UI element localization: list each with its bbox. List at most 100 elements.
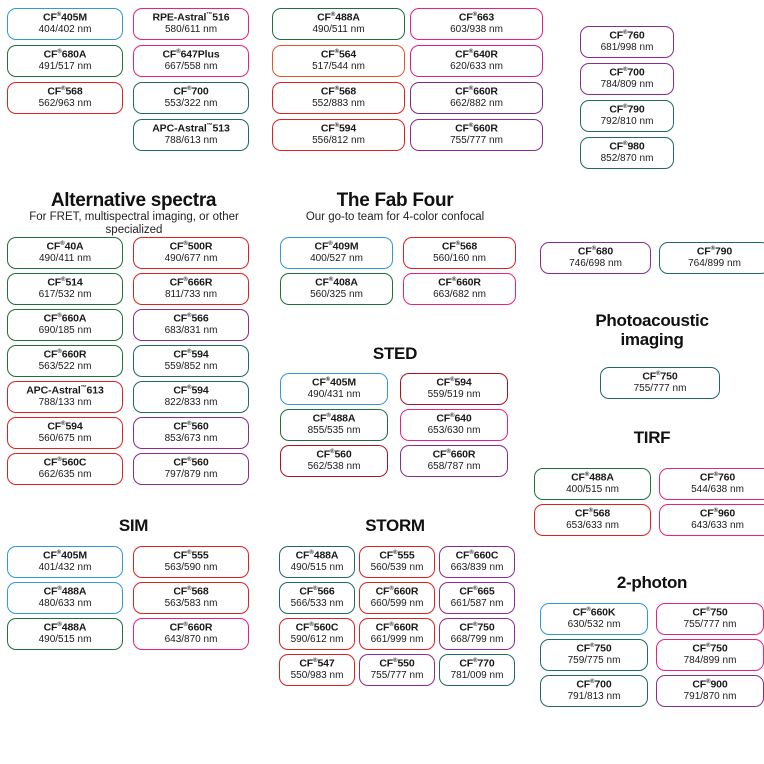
trademark-mark: ® — [187, 86, 192, 93]
dye-number: 660R — [456, 276, 481, 289]
trademark-mark: ® — [590, 643, 595, 650]
trademark-mark: ® — [591, 246, 596, 253]
trademark-mark: ® — [313, 658, 318, 665]
dye-spectra: 690/185 nm — [38, 325, 92, 337]
dye-spectra: 662/635 nm — [38, 469, 92, 481]
dye-number: 513 — [212, 122, 230, 135]
dye-number: 405M — [61, 549, 87, 562]
dye-name: CF®40A — [46, 240, 84, 253]
dye-name: CF®660R — [375, 585, 419, 598]
dye-number: 660R — [393, 621, 419, 634]
dye-number: 594 — [191, 348, 209, 361]
dye-name: CF®560 — [173, 456, 209, 469]
photoacoustic-heading: Photoacoustic imaging — [540, 311, 764, 349]
dye-number: 40A — [64, 240, 84, 253]
trademark-mark: ® — [187, 349, 192, 356]
photoacoustic-heading-line1: Photoacoustic — [595, 311, 709, 330]
dye-name: APC-Astral™513 — [152, 122, 230, 135]
dye-name: CF®660K — [572, 606, 616, 619]
dye-spectra: 781/009 nm — [450, 670, 504, 682]
dye-spectra: 663/682 nm — [433, 289, 486, 301]
trademark-mark: ® — [56, 550, 62, 557]
trademark-mark: ® — [472, 12, 477, 19]
dye-name: CF®594 — [436, 376, 472, 389]
dye-name: CF®750 — [459, 621, 495, 634]
